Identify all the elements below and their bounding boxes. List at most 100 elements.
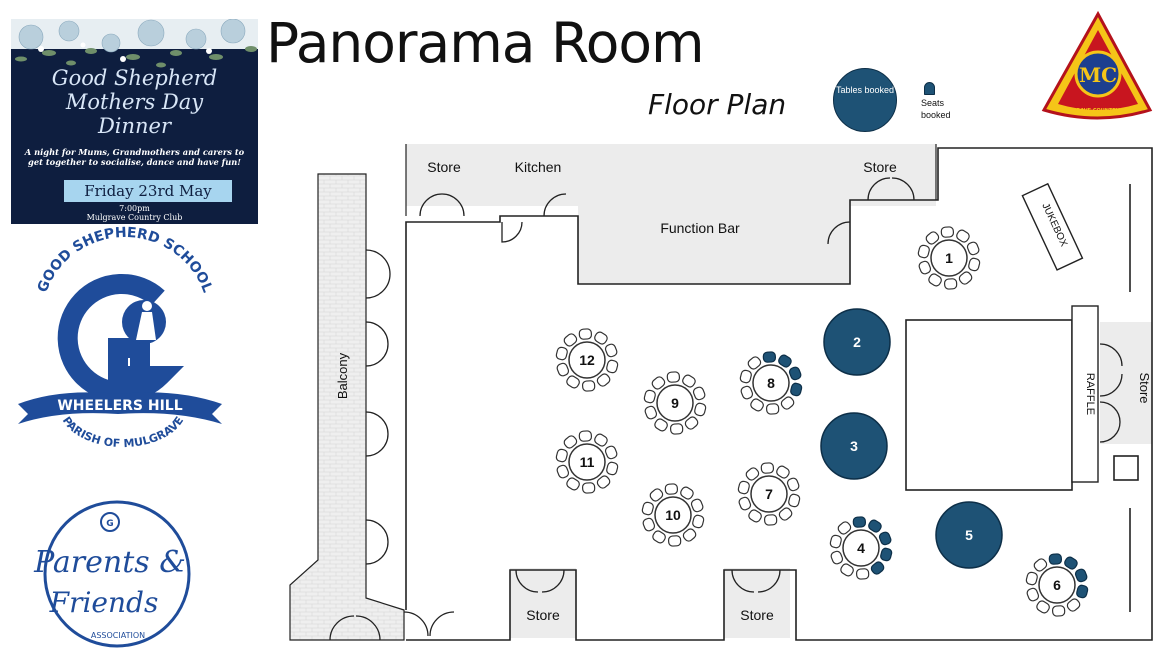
seat-booked[interactable] bbox=[777, 354, 792, 369]
seat[interactable] bbox=[830, 550, 844, 565]
seat[interactable] bbox=[606, 359, 619, 374]
seat[interactable] bbox=[1051, 605, 1066, 617]
seat[interactable] bbox=[669, 423, 684, 435]
table-6[interactable]: 6 bbox=[1025, 553, 1089, 617]
seat[interactable] bbox=[927, 273, 942, 288]
seat[interactable] bbox=[739, 369, 752, 384]
seat[interactable] bbox=[780, 395, 796, 410]
seat[interactable] bbox=[925, 230, 941, 245]
table-1[interactable]: 1 bbox=[917, 226, 981, 290]
seat[interactable] bbox=[1025, 571, 1038, 586]
seat[interactable] bbox=[606, 461, 619, 476]
seat[interactable] bbox=[940, 226, 955, 238]
seat[interactable] bbox=[565, 477, 580, 492]
seat[interactable] bbox=[737, 480, 750, 495]
seat[interactable] bbox=[641, 501, 654, 516]
seat[interactable] bbox=[555, 448, 568, 463]
seat-booked[interactable] bbox=[852, 516, 867, 528]
seat[interactable] bbox=[692, 386, 706, 401]
seat[interactable] bbox=[649, 487, 665, 502]
seat-booked[interactable] bbox=[790, 382, 803, 397]
seat[interactable] bbox=[596, 372, 612, 387]
seat[interactable] bbox=[651, 375, 667, 390]
seat[interactable] bbox=[604, 343, 618, 358]
seat-booked[interactable] bbox=[788, 366, 802, 381]
seat[interactable] bbox=[651, 530, 666, 545]
seat[interactable] bbox=[778, 506, 794, 521]
seat[interactable] bbox=[578, 328, 593, 340]
seat[interactable] bbox=[581, 380, 596, 392]
table-2[interactable]: 2 bbox=[823, 308, 891, 376]
seat[interactable] bbox=[738, 496, 752, 511]
seat-booked[interactable] bbox=[1074, 568, 1088, 583]
seat[interactable] bbox=[563, 332, 579, 347]
seat[interactable] bbox=[556, 362, 570, 377]
table-11[interactable]: 11 bbox=[555, 430, 619, 494]
seat[interactable] bbox=[1035, 600, 1050, 615]
seat[interactable] bbox=[690, 498, 704, 513]
seat[interactable] bbox=[653, 418, 668, 433]
seat[interactable] bbox=[829, 534, 842, 549]
seat[interactable] bbox=[578, 430, 593, 442]
seat[interactable] bbox=[593, 331, 608, 346]
seat[interactable] bbox=[1026, 587, 1040, 602]
seat[interactable] bbox=[667, 535, 682, 547]
seat-booked[interactable] bbox=[1048, 553, 1063, 565]
seat[interactable] bbox=[681, 374, 696, 389]
table-10[interactable]: 10 bbox=[641, 483, 705, 547]
seat[interactable] bbox=[747, 509, 762, 524]
table-3[interactable]: 3 bbox=[820, 412, 888, 480]
seat[interactable] bbox=[747, 355, 763, 370]
table-7[interactable]: 7 bbox=[737, 462, 801, 526]
seat-booked[interactable] bbox=[762, 351, 777, 363]
seat[interactable] bbox=[958, 270, 974, 285]
seat[interactable] bbox=[786, 477, 800, 492]
seat[interactable] bbox=[745, 466, 761, 481]
seat-booked[interactable] bbox=[878, 531, 892, 546]
seat[interactable] bbox=[765, 403, 780, 415]
table-5[interactable]: 5 bbox=[935, 501, 1003, 569]
seat[interactable] bbox=[555, 346, 568, 361]
seat-booked[interactable] bbox=[870, 560, 886, 575]
seat-booked[interactable] bbox=[867, 519, 882, 534]
seat[interactable] bbox=[788, 493, 801, 508]
seat[interactable] bbox=[1066, 597, 1082, 612]
seat[interactable] bbox=[1033, 557, 1049, 572]
seat[interactable] bbox=[593, 433, 608, 448]
seat[interactable] bbox=[664, 483, 679, 495]
seat[interactable] bbox=[918, 260, 932, 275]
seat[interactable] bbox=[682, 527, 698, 542]
seat[interactable] bbox=[642, 517, 656, 532]
seat[interactable] bbox=[644, 405, 658, 420]
seat[interactable] bbox=[775, 465, 790, 480]
table-9[interactable]: 9 bbox=[643, 371, 707, 435]
seat[interactable] bbox=[692, 514, 705, 529]
table-8[interactable]: 8 bbox=[739, 351, 803, 415]
seat[interactable] bbox=[855, 568, 870, 580]
seat-booked[interactable] bbox=[1063, 556, 1078, 571]
seat[interactable] bbox=[917, 244, 930, 259]
seat[interactable] bbox=[596, 474, 612, 489]
seat[interactable] bbox=[837, 520, 853, 535]
seat[interactable] bbox=[604, 445, 618, 460]
seat[interactable] bbox=[966, 241, 980, 256]
seat[interactable] bbox=[556, 464, 570, 479]
seat[interactable] bbox=[563, 434, 579, 449]
seat[interactable] bbox=[968, 257, 981, 272]
seat-booked[interactable] bbox=[880, 547, 893, 562]
table-4[interactable]: 4 bbox=[829, 516, 893, 580]
table-12[interactable]: 12 bbox=[555, 328, 619, 392]
seat[interactable] bbox=[565, 375, 580, 390]
seat[interactable] bbox=[955, 229, 970, 244]
seat[interactable] bbox=[679, 486, 694, 501]
seat[interactable] bbox=[684, 415, 700, 430]
seat[interactable] bbox=[943, 278, 958, 290]
seat[interactable] bbox=[749, 398, 764, 413]
seat[interactable] bbox=[694, 402, 707, 417]
seat[interactable] bbox=[763, 514, 778, 526]
seat[interactable] bbox=[740, 385, 754, 400]
seat[interactable] bbox=[581, 482, 596, 494]
seat[interactable] bbox=[760, 462, 775, 474]
seat[interactable] bbox=[666, 371, 681, 383]
seat[interactable] bbox=[839, 563, 854, 578]
